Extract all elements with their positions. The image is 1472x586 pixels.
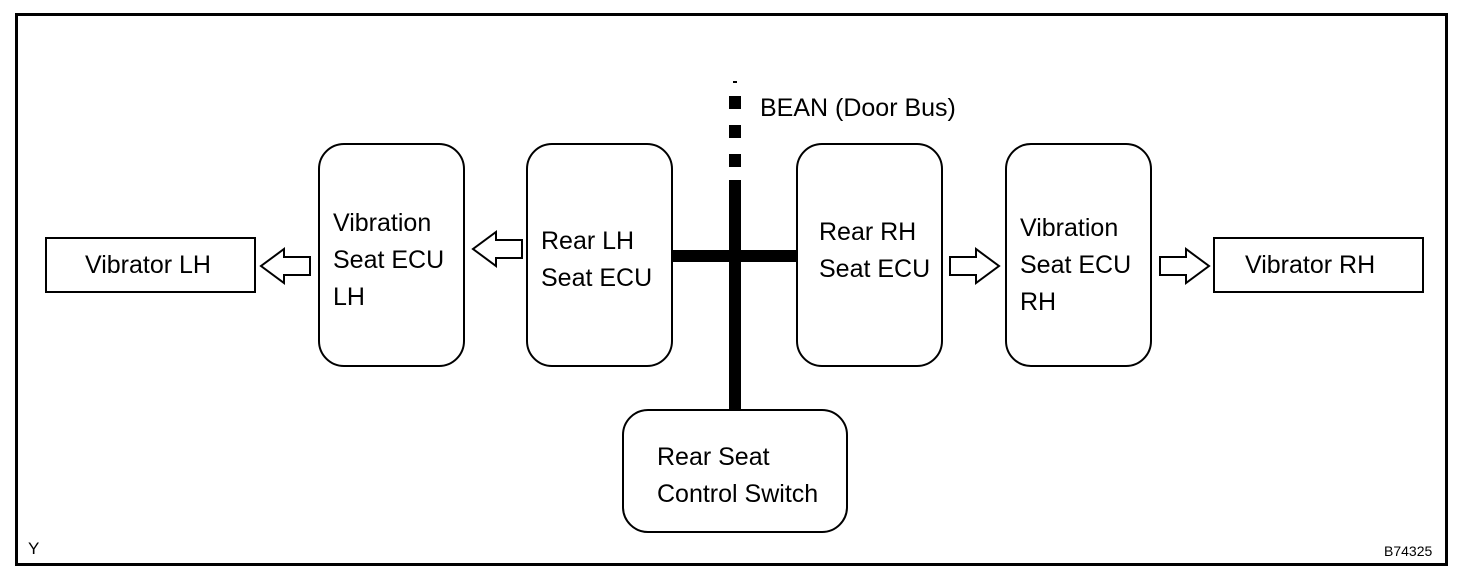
bus-dash bbox=[729, 96, 741, 109]
bus-dash bbox=[729, 125, 741, 138]
box-label: Rear LH bbox=[541, 227, 635, 255]
hollow-arrow-left-icon bbox=[471, 230, 523, 268]
rear-rh-seat-ecu-box: Rear RH Seat ECU bbox=[796, 143, 943, 367]
box-label: Rear RH bbox=[819, 218, 917, 246]
box-label: Rear Seat bbox=[657, 443, 770, 471]
diagram-frame bbox=[15, 13, 1448, 566]
vibration-seat-ecu-rh-box: Vibration Seat ECU RH bbox=[1005, 143, 1152, 367]
vibrator-rh-box: Vibrator RH bbox=[1213, 237, 1424, 293]
rear-seat-control-switch-box: Rear Seat Control Switch bbox=[622, 409, 848, 533]
box-label: Seat ECU bbox=[541, 264, 653, 292]
box-label: Seat ECU bbox=[1020, 251, 1132, 279]
box-label: Vibrator RH bbox=[1245, 251, 1376, 279]
bus-link bbox=[671, 250, 797, 262]
box-label: Control Switch bbox=[657, 480, 819, 508]
box-label: Vibration bbox=[333, 209, 432, 237]
hollow-arrow-left-icon bbox=[259, 247, 311, 285]
corner-code: Y bbox=[28, 539, 40, 558]
bus-line bbox=[729, 180, 741, 411]
bus-label: BEAN (Door Bus) bbox=[760, 94, 956, 122]
box-label: Vibration bbox=[1020, 214, 1119, 242]
vibration-seat-ecu-lh-box: Vibration Seat ECU LH bbox=[318, 143, 465, 367]
bus-dash bbox=[729, 154, 741, 167]
box-label: Seat ECU bbox=[819, 255, 931, 283]
box-label: Vibrator LH bbox=[85, 251, 211, 279]
box-label: Seat ECU bbox=[333, 246, 445, 274]
box-label: RH bbox=[1020, 288, 1057, 316]
hollow-arrow-right-icon bbox=[949, 247, 1001, 285]
rear-lh-seat-ecu-box: Rear LH Seat ECU bbox=[526, 143, 673, 367]
bus-dash bbox=[733, 81, 737, 83]
box-label: LH bbox=[333, 283, 365, 311]
vibrator-lh-box: Vibrator LH bbox=[45, 237, 256, 293]
figure-id: B74325 bbox=[1384, 543, 1433, 559]
hollow-arrow-right-icon bbox=[1159, 247, 1211, 285]
